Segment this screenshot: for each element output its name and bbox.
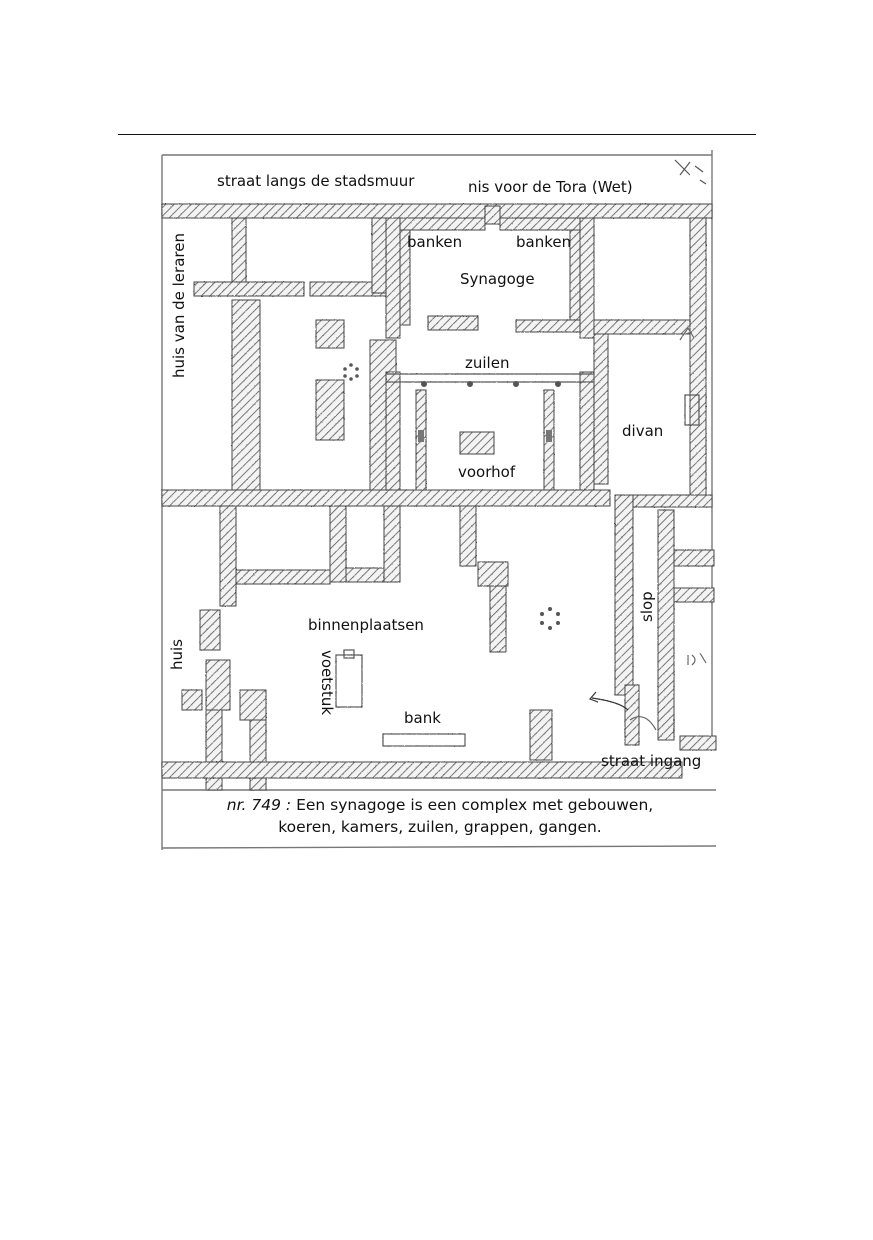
teachers-house-label: huis van de leraren bbox=[170, 233, 188, 378]
compass-mark bbox=[674, 159, 707, 185]
city-wall bbox=[161, 203, 713, 219]
columns-label: zuilen bbox=[465, 354, 510, 372]
plan-drawing bbox=[161, 150, 717, 850]
bench-label: bank bbox=[404, 709, 441, 727]
forecourt-label: voorhof bbox=[458, 463, 516, 481]
benches-right-label: banken bbox=[516, 233, 572, 251]
benches-left-label: banken bbox=[407, 233, 463, 251]
rosette-upper bbox=[343, 363, 359, 381]
street-wall-label: straat langs de stadsmuur bbox=[217, 172, 415, 190]
alley-wall-left bbox=[614, 494, 634, 696]
figure-caption: nr. 749 : Een synagoge is een complex me… bbox=[160, 794, 720, 838]
synagogue-wall-right bbox=[579, 217, 595, 339]
caption-line1: Een synagoge is een complex met gebouwen… bbox=[296, 796, 654, 814]
caption-line2: koeren, kamers, zuilen, grappen, gangen. bbox=[278, 818, 602, 836]
column-dot bbox=[421, 381, 427, 387]
alley-label: slop bbox=[638, 591, 656, 622]
forecourt-block bbox=[459, 431, 495, 455]
floor-plan: straat langs de stadsmuur nis voor de To… bbox=[160, 150, 720, 852]
rosette-lower bbox=[540, 607, 560, 630]
entrance-arrow bbox=[591, 697, 629, 711]
top-rule bbox=[118, 134, 756, 135]
street-wall bbox=[161, 761, 683, 779]
alley-wall-right bbox=[657, 509, 675, 741]
courtyards-label: binnenplaatsen bbox=[308, 616, 424, 634]
column-dot bbox=[467, 381, 473, 387]
pedestal-label: voetstuk bbox=[318, 650, 336, 716]
caption-number: nr. 749 : bbox=[226, 796, 292, 814]
pedestal bbox=[335, 654, 363, 708]
middle-wall bbox=[161, 489, 611, 507]
column-dot bbox=[555, 381, 561, 387]
synagogue-wall-left bbox=[385, 217, 401, 339]
tora-niche bbox=[484, 205, 501, 225]
column-dot bbox=[513, 381, 519, 387]
house-label: huis bbox=[168, 639, 186, 670]
street-entrance-label: straat ingang bbox=[601, 752, 702, 770]
divan-label: divan bbox=[622, 422, 664, 440]
synagogue-label: Synagoge bbox=[460, 270, 535, 288]
bench bbox=[382, 733, 466, 747]
niche-label: nis voor de Tora (Wet) bbox=[468, 178, 633, 196]
